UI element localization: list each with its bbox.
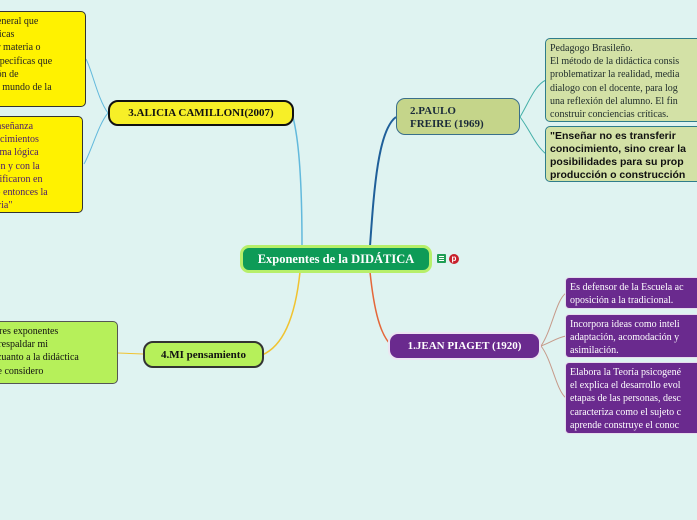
topic-jean-piaget-label: 1.JEAN PIAGET (1920) (407, 340, 522, 352)
piaget-note-ideas[interactable]: Incorpora ideas como inteli adaptación, … (565, 314, 697, 358)
topic-paulo-freire-label: 2.PAULO FREIRE (1969) (410, 105, 484, 130)
link-center-piaget (369, 271, 393, 347)
link-center-pensamiento (261, 271, 301, 356)
link-camilloni-note-1 (85, 58, 109, 114)
notes-icon[interactable] (437, 254, 446, 263)
topic-mi-pensamiento-label: 4.MI pensamiento (161, 348, 246, 361)
piaget-note-teoria-text: Elabora la Teoría psicogené el explica e… (570, 367, 682, 431)
piaget-note-escuela[interactable]: Es defensor de la Escuela ac oposición a… (565, 277, 697, 309)
link-piaget-note-1 (540, 292, 567, 347)
freire-note-method[interactable]: Pedagogo Brasileño. El método de la didá… (545, 38, 697, 122)
topic-alicia-camilloni[interactable]: 3.ALICIA CAMILLONI(2007) (108, 100, 294, 126)
topic-mi-pensamiento[interactable]: 4.MI pensamiento (143, 341, 264, 368)
topic-paulo-freire[interactable]: 2.PAULO FREIRE (1969) (396, 98, 520, 135)
link-center-freire (369, 116, 397, 247)
link-piaget-note-3 (540, 345, 567, 399)
freire-note-quote[interactable]: "Enseñar no es transferir conocimiento, … (545, 126, 697, 182)
pinterest-icon[interactable]: p (449, 254, 459, 264)
freire-note-method-text: Pedagogo Brasileño. El método de la didá… (550, 43, 680, 121)
link-freire-note-1 (519, 79, 547, 118)
camilloni-note-quote[interactable]: a enseñanza onocimientos misma lógica ie… (0, 116, 83, 213)
camilloni-note-definition[interactable]: a general que écnicas uier materia o s e… (0, 11, 86, 107)
link-camilloni-note-2 (83, 112, 109, 165)
freire-note-quote-text: "Enseñar no es transferir conocimiento, … (550, 130, 686, 181)
link-piaget-note-2 (540, 335, 567, 347)
central-topic[interactable]: Exponentes de la DIDÁTICA (240, 245, 432, 273)
link-center-camilloni (291, 113, 303, 247)
camilloni-note-definition-text: a general que écnicas uier materia o s e… (0, 16, 53, 94)
topic-jean-piaget[interactable]: 1.JEAN PIAGET (1920) (388, 332, 541, 360)
camilloni-note-quote-text: a enseñanza onocimientos misma lógica ie… (0, 121, 48, 212)
link-freire-note-2 (519, 116, 547, 155)
central-topic-label: Exponentes de la DIDÁTICA (257, 251, 415, 266)
piaget-note-ideas-text: Incorpora ideas como inteli adaptación, … (570, 319, 680, 357)
pensamiento-note[interactable]: os tres exponentes r y respaldar mi en c… (0, 321, 118, 384)
central-topic-icons: p (437, 254, 459, 264)
piaget-note-escuela-text: Es defensor de la Escuela ac oposición a… (570, 282, 684, 307)
piaget-note-teoria[interactable]: Elabora la Teoría psicogené el explica e… (565, 362, 697, 434)
link-pensamiento-note-1 (117, 352, 144, 355)
topic-alicia-camilloni-label: 3.ALICIA CAMILLONI(2007) (128, 107, 274, 119)
pensamiento-note-text: os tres exponentes r y respaldar mi en c… (0, 326, 79, 377)
